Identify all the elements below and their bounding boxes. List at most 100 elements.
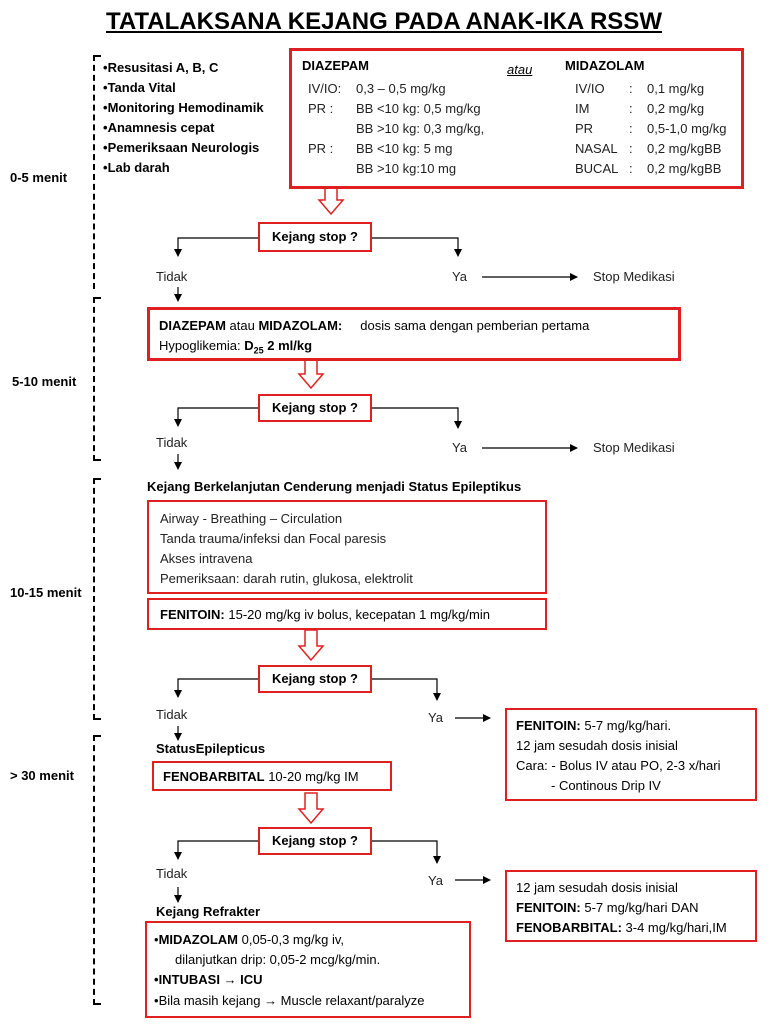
maint2-line-3: FENOBARBITAL: 3-4 mg/kg/hari,IM: [516, 918, 727, 938]
action-text: Tanda Vital: [107, 80, 176, 95]
fenitoin-label: FENITOIN:: [160, 607, 225, 622]
fenitoin-dose: 5-7 mg/kg/hari DAN: [580, 900, 699, 915]
dose-row: IV/IO:0,1 mg/kg: [575, 79, 727, 99]
dextrose-percent: 25: [253, 345, 264, 356]
phase-label-0-5: 0-5 menit: [10, 170, 68, 185]
route: PR :: [308, 141, 334, 156]
phase-label-10-15: 10-15 menit: [10, 585, 82, 600]
fenobarbital-label: FENOBARBITAL: [163, 769, 265, 784]
icu-label: ICU: [236, 972, 263, 987]
decision-kejang-stop-1: Kejang stop ?: [258, 222, 372, 252]
separator: :: [629, 141, 633, 156]
action-text: Monitoring Hemodinamik: [107, 100, 264, 115]
route: NASAL: [575, 141, 618, 156]
status-epileptikus-heading: Kejang Berkelanjutan Cenderung menjadi S…: [147, 479, 522, 494]
second-line-drug-line: DIAZEPAM atau MIDAZOLAM: dosis sama denga…: [159, 318, 589, 333]
ya-label: Ya: [428, 710, 443, 725]
fenitoin-label: FENITOIN:: [516, 900, 581, 915]
dose-row: PR :BB <10 kg: 0,5 mg/kg: [308, 99, 484, 119]
relax-text: Muscle relaxant/paralyze: [277, 993, 425, 1008]
action-text: Lab darah: [107, 160, 170, 175]
dose: 0,3 – 0,5 mg/kg: [356, 81, 446, 96]
route: [308, 119, 356, 139]
route: [308, 159, 356, 179]
tidak-label: Tidak: [156, 435, 188, 450]
midazolam-title: MIDAZOLAM: [565, 58, 645, 73]
bracket-cap: [93, 55, 101, 57]
fenitoin-dose: 15-20 mg/kg iv bolus, kecepatan 1 mg/kg/…: [224, 607, 490, 622]
list-item: •Tanda Vital: [103, 78, 264, 98]
phase-bracket-5-10: [93, 297, 95, 461]
decision-kejang-stop-3: Kejang stop ?: [258, 665, 372, 693]
bracket-cap: [93, 735, 101, 737]
bullet: •: [103, 100, 108, 115]
dose-row: NASAL:0,2 mg/kgBB: [575, 139, 727, 159]
dose: BB >10 kg: 0,3 mg/kg,: [356, 121, 485, 136]
dose: BB >10 kg:10 mg: [356, 161, 457, 176]
list-item: Tanda trauma/infeksi dan Focal paresis: [160, 531, 387, 546]
dose-note: dosis sama dengan pemberian pertama: [360, 318, 590, 333]
action-text: Pemeriksaan Neurologis: [107, 140, 260, 155]
bullet: •: [103, 60, 108, 75]
fenitoin-dose: 5-7 mg/kg/hari.: [580, 718, 672, 733]
initial-actions-list: •Resusitasi A, B, C •Tanda Vital •Monito…: [103, 58, 264, 178]
dose: 0,2 mg/kgBB: [647, 161, 722, 176]
arrow-right-icon: →: [223, 972, 237, 987]
route: BUCAL: [575, 161, 619, 176]
phase-label-30: > 30 menit: [10, 768, 74, 783]
tidak-label: Tidak: [156, 269, 188, 284]
atau-label: atau: [507, 62, 533, 77]
fenitoin-label: FENITOIN:: [516, 718, 581, 733]
fenobarbital-box: FENOBARBITAL 10-20 mg/kg IM: [152, 761, 392, 791]
tidak-label: Tidak: [156, 707, 188, 722]
separator: :: [629, 121, 633, 136]
fenobarbital-text: FENOBARBITAL 10-20 mg/kg IM: [163, 769, 359, 784]
list-item: Airway - Breathing – Circulation: [160, 511, 343, 526]
stop-medikasi-label: Stop Medikasi: [593, 440, 675, 455]
assessment-list: Airway - Breathing – Circulation Tanda t…: [160, 509, 413, 589]
separator: :: [629, 81, 633, 96]
atau-label: atau: [225, 318, 259, 333]
route: IV/IO:: [308, 81, 342, 96]
bracket-cap: [93, 459, 101, 461]
dose-row: IV/IO: 0,3 – 0,5 mg/kg: [308, 79, 484, 99]
fenitoin-maintenance-box: FENITOIN: 5-7 mg/kg/hari. 12 jam sesudah…: [505, 708, 757, 801]
second-line-therapy-box: DIAZEPAM atau MIDAZOLAM: dosis sama denga…: [147, 307, 681, 361]
refrakter-line-1: •MIDAZOLAM 0,05-0,3 mg/kg iv,: [154, 930, 344, 950]
refrakter-box: •MIDAZOLAM 0,05-0,3 mg/kg iv, dilanjutka…: [145, 921, 471, 1018]
diazepam-label: DIAZEPAM: [159, 318, 226, 333]
bullet: •: [103, 160, 108, 175]
midazolam-dose-list: IV/IO:0,1 mg/kg IM:0,2 mg/kg PR:0,5-1,0 …: [575, 79, 727, 179]
list-item: •Pemeriksaan Neurologis: [103, 138, 264, 158]
assessment-box: Airway - Breathing – Circulation Tanda t…: [147, 500, 547, 594]
midazolam-label: MIDAZOLAM: [158, 932, 238, 947]
fenobarbital-label: FENOBARBITAL:: [516, 920, 622, 935]
dextrose-label: D: [244, 338, 254, 353]
maint-line-1: FENITOIN: 5-7 mg/kg/hari.: [516, 716, 671, 736]
refrakter-line-2: dilanjutkan drip: 0,05-2 mcg/kg/min.: [175, 952, 381, 967]
maint2-line-1: 12 jam sesudah dosis inisial: [516, 880, 678, 895]
phase-bracket-0-5: [93, 55, 95, 289]
list-item: Pemeriksaan: darah rutin, glukosa, elekt…: [160, 571, 413, 586]
maint-line-3: Cara: - Bolus IV atau PO, 2-3 x/hari: [516, 758, 721, 773]
refrakter-line-3: •INTUBASI → ICU: [154, 970, 263, 990]
separator: :: [629, 101, 633, 116]
bracket-cap: [93, 297, 101, 299]
maint2-line-2: FENITOIN: 5-7 mg/kg/hari DAN: [516, 898, 699, 918]
diazepam-title: DIAZEPAM: [302, 58, 369, 73]
first-line-therapy-box: DIAZEPAM atau MIDAZOLAM IV/IO: 0,3 – 0,5 …: [289, 48, 744, 189]
route: IM: [575, 101, 590, 116]
midazolam-label: MIDAZOLAM:: [258, 318, 343, 333]
dose: BB <10 kg: 0,5 mg/kg: [356, 101, 481, 116]
maint-line-4: - Continous Drip IV: [551, 778, 661, 793]
dose-row: IM:0,2 mg/kg: [575, 99, 727, 119]
bracket-cap: [93, 718, 101, 720]
phase-bracket-10-15: [93, 478, 95, 720]
dose-row: PR :BB <10 kg: 5 mg: [308, 139, 484, 159]
stop-medikasi-label: Stop Medikasi: [593, 269, 675, 284]
combined-maintenance-box: 12 jam sesudah dosis inisial FENITOIN: 5…: [505, 870, 757, 942]
dose-row: BUCAL:0,2 mg/kgBB: [575, 159, 727, 179]
dose-row: BB >10 kg:10 mg: [308, 159, 484, 179]
fenobarbital-dose: 10-20 mg/kg IM: [264, 769, 359, 784]
dose: 0,2 mg/kg: [647, 101, 705, 116]
